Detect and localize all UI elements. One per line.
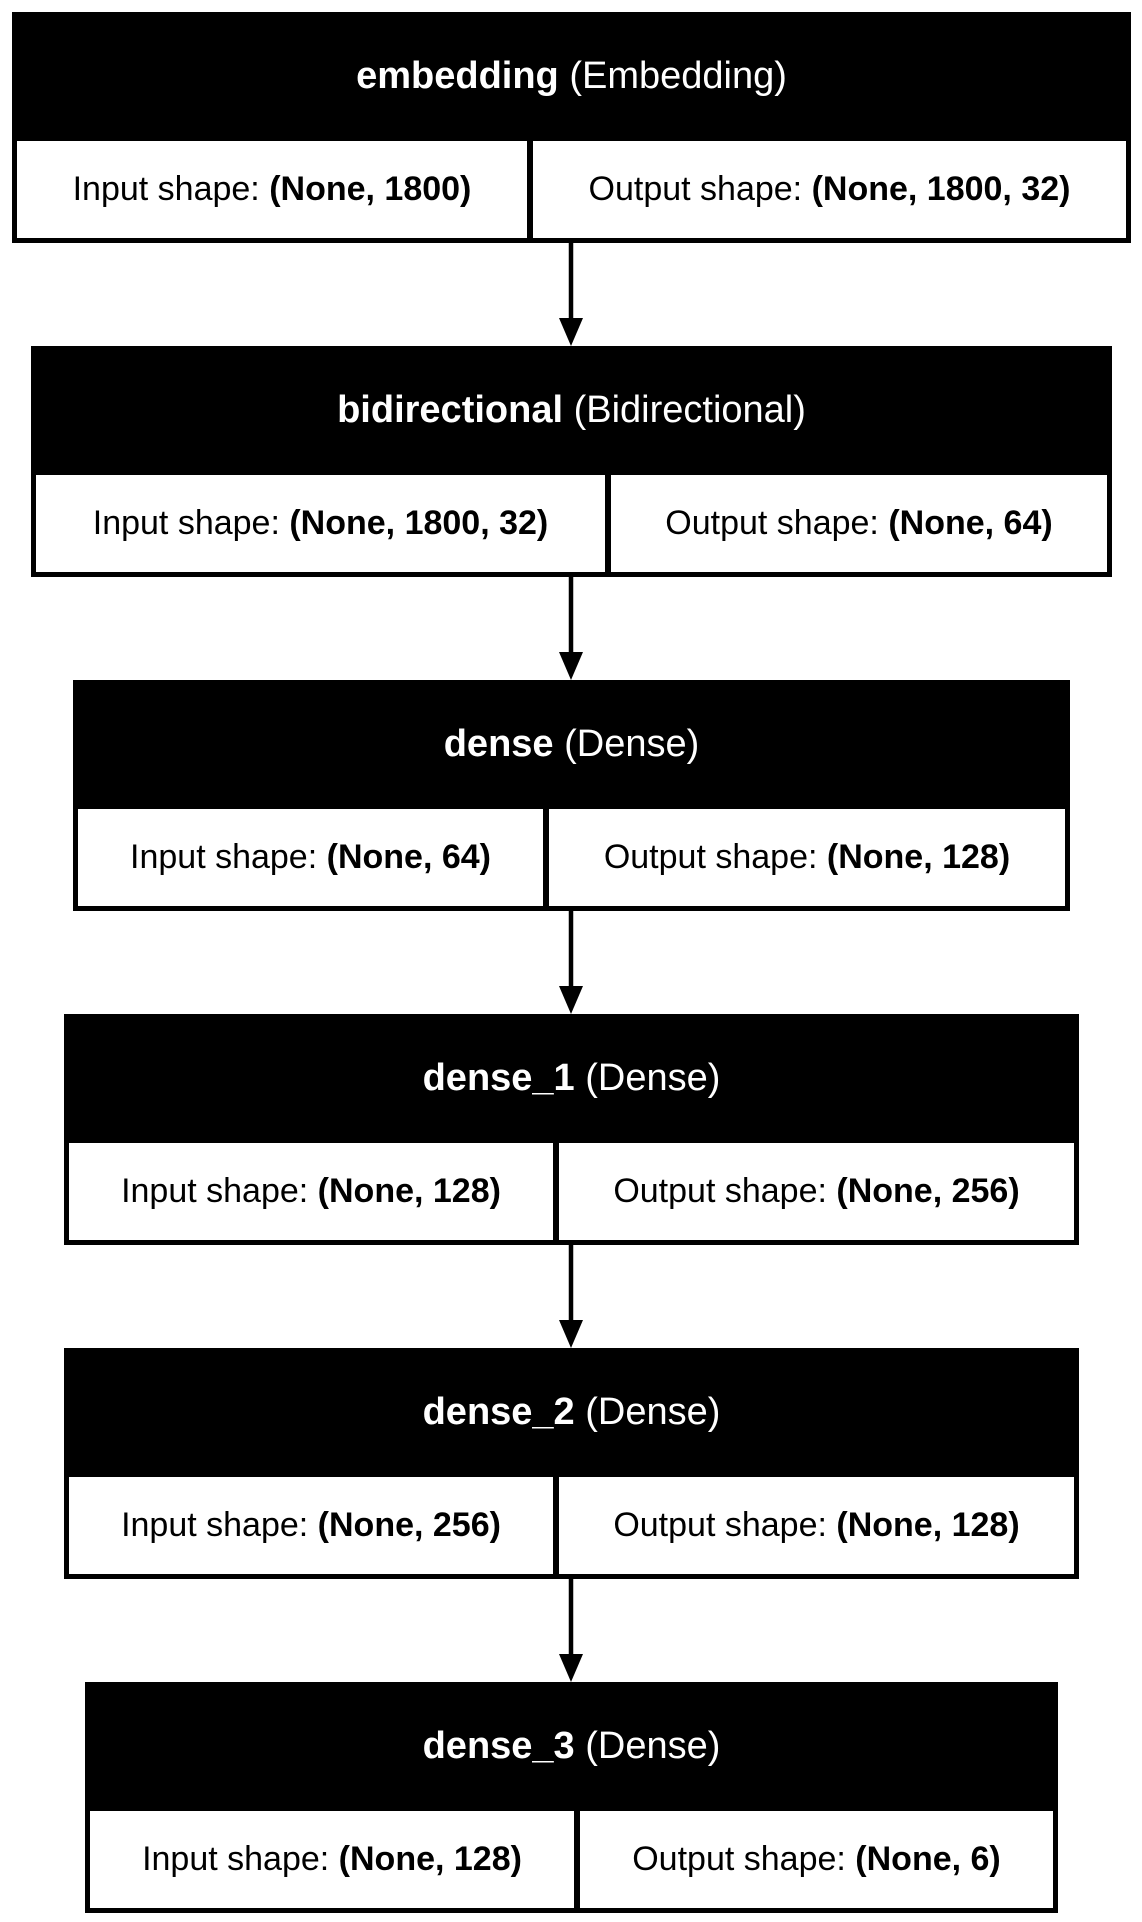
layer-type: (Dense) <box>585 1390 721 1433</box>
layer-type: (Dense) <box>585 1724 721 1767</box>
layer-name: embedding <box>356 54 559 97</box>
output-shape-cell: Output shape: (None, 6) <box>580 1811 1053 1908</box>
layer-type: (Dense) <box>585 1056 721 1099</box>
input-shape-value: (None, 128) <box>317 1172 501 1210</box>
edge-dense-2-to-dense-3 <box>559 1576 583 1682</box>
output-shape-label: Output shape: <box>603 838 818 876</box>
input-shape-label: Input shape: <box>142 1840 330 1878</box>
output-shape-cell: Output shape: (None, 64) <box>611 475 1107 572</box>
layer-dense-2: dense_2 (Dense) Input shape: (None, 256)… <box>64 1348 1079 1579</box>
layer-bidirectional: bidirectional (Bidirectional) Input shap… <box>31 346 1112 577</box>
layer-dense-3: dense_3 (Dense) Input shape: (None, 128)… <box>85 1682 1058 1913</box>
input-shape-cell: Input shape: (None, 128) <box>90 1811 574 1908</box>
output-shape-label: Output shape: <box>613 1172 827 1210</box>
layer-name: dense_3 <box>422 1724 575 1767</box>
layer-header: dense_2 (Dense) <box>69 1353 1074 1471</box>
input-shape-cell: Input shape: (None, 1800) <box>17 141 527 238</box>
output-shape-label: Output shape: <box>588 170 803 208</box>
layer-header: bidirectional (Bidirectional) <box>36 351 1107 469</box>
layer-type: (Dense) <box>564 722 700 765</box>
output-shape-cell: Output shape: (None, 1800, 32) <box>533 141 1126 238</box>
output-shape-value: (None, 128) <box>826 838 1011 876</box>
output-shape-cell: Output shape: (None, 256) <box>559 1143 1074 1240</box>
output-shape-value: (None, 128) <box>836 1506 1020 1544</box>
output-shape-value: (None, 256) <box>836 1172 1020 1210</box>
output-shape-cell: Output shape: (None, 128) <box>559 1477 1074 1574</box>
layer-type: (Bidirectional) <box>573 388 806 431</box>
output-shape-value: (None, 1800, 32) <box>811 170 1071 208</box>
input-shape-cell: Input shape: (None, 1800, 32) <box>36 475 605 572</box>
layer-header: dense (Dense) <box>78 685 1065 803</box>
layer-name: dense_2 <box>422 1390 575 1433</box>
layer-dense: dense (Dense) Input shape: (None, 64) Ou… <box>73 680 1070 911</box>
input-shape-value: (None, 1800, 32) <box>289 504 549 542</box>
output-shape-value: (None, 6) <box>855 1840 1001 1878</box>
edge-embedding-to-bidirectional <box>559 240 583 346</box>
layer-dense-1: dense_1 (Dense) Input shape: (None, 128)… <box>64 1014 1079 1245</box>
layer-name: dense <box>443 722 554 765</box>
input-shape-label: Input shape: <box>92 504 280 542</box>
output-shape-cell: Output shape: (None, 128) <box>549 809 1065 906</box>
input-shape-label: Input shape: <box>121 1172 309 1210</box>
layer-type: (Embedding) <box>569 54 787 97</box>
layer-embedding: embedding (Embedding) Input shape: (None… <box>12 12 1131 243</box>
edge-dense-1-to-dense-2 <box>559 1242 583 1348</box>
layer-name: dense_1 <box>422 1056 575 1099</box>
layer-header: dense_1 (Dense) <box>69 1019 1074 1137</box>
input-shape-cell: Input shape: (None, 64) <box>78 809 543 906</box>
edge-dense-to-dense-1 <box>559 908 583 1014</box>
layer-header: embedding (Embedding) <box>17 17 1126 135</box>
edge-bidirectional-to-dense <box>559 574 583 680</box>
input-shape-cell: Input shape: (None, 128) <box>69 1143 553 1240</box>
input-shape-value: (None, 256) <box>317 1506 501 1544</box>
input-shape-value: (None, 128) <box>338 1840 522 1878</box>
input-shape-label: Input shape: <box>72 170 260 208</box>
input-shape-value: (None, 1800) <box>269 170 472 208</box>
output-shape-label: Output shape: <box>613 1506 827 1544</box>
input-shape-label: Input shape: <box>130 838 318 876</box>
layer-name: bidirectional <box>337 388 564 431</box>
input-shape-value: (None, 64) <box>326 838 491 876</box>
layer-header: dense_3 (Dense) <box>90 1687 1053 1805</box>
input-shape-label: Input shape: <box>121 1506 309 1544</box>
output-shape-value: (None, 64) <box>888 504 1053 542</box>
output-shape-label: Output shape: <box>632 1840 846 1878</box>
input-shape-cell: Input shape: (None, 256) <box>69 1477 553 1574</box>
output-shape-label: Output shape: <box>665 504 879 542</box>
